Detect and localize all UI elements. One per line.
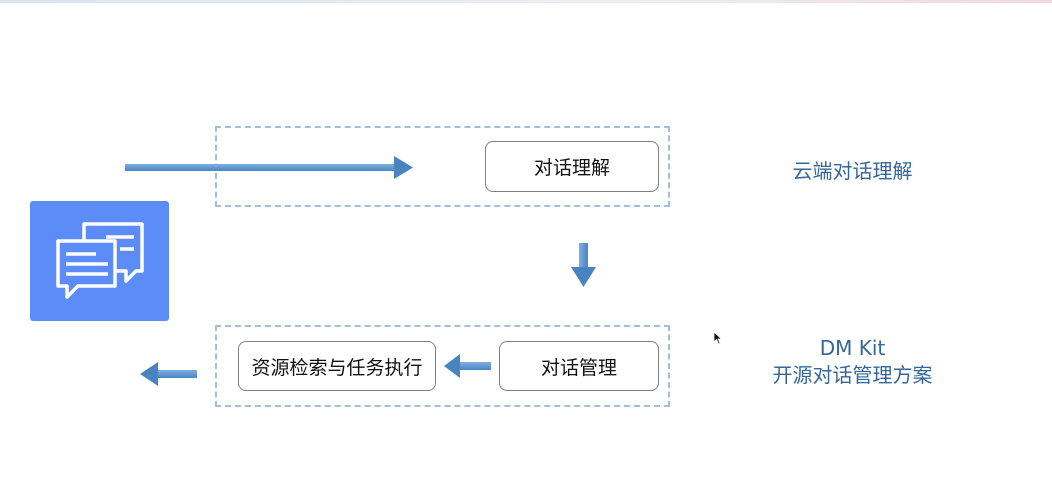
node-resource-retrieval: 资源检索与任务执行: [238, 341, 436, 391]
dmkit-title: DM Kit: [819, 336, 886, 360]
arrow-understanding-to-management: [571, 243, 596, 287]
chat-app-card: [30, 201, 169, 321]
dmkit-subtitle: 开源对话管理方案: [772, 363, 933, 387]
dmkit-frame: [215, 325, 670, 407]
node-dialog-management: 对话管理: [499, 341, 659, 391]
arrow-output: [140, 362, 197, 386]
chat-bubbles-icon: [56, 222, 144, 299]
dmkit-label: DM Kit 开源对话管理方案: [755, 335, 950, 389]
mouse-pointer-icon: [713, 331, 723, 345]
node-dialog-management-label: 对话管理: [540, 356, 617, 379]
node-dialog-understanding-label: 对话理解: [533, 157, 610, 179]
cloud-understanding-label: 云端对话理解: [792, 159, 913, 183]
arrow-input-to-understanding: [125, 156, 413, 179]
arrow-management-to-retrieval: [444, 354, 491, 378]
node-dialog-understanding: 对话理解: [485, 141, 659, 192]
window-top-bar: [0, 0, 1052, 3]
node-resource-retrieval-label: 资源检索与任务执行: [251, 356, 423, 379]
